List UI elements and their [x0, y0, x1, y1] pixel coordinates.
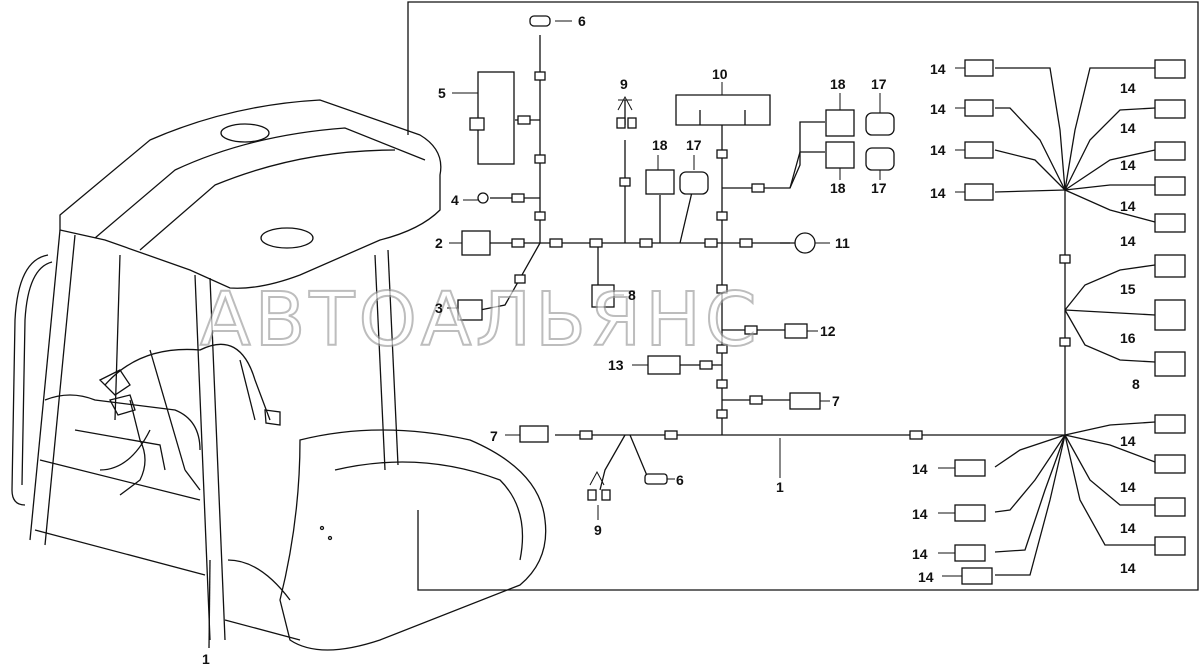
- callout-14: 14: [1120, 520, 1136, 536]
- callout-14: 14: [1120, 157, 1136, 173]
- callout-14: 14: [1120, 80, 1136, 96]
- callout-14: 14: [918, 569, 934, 585]
- connector-18-bottom: [825, 141, 855, 169]
- callout-7-left: 7: [490, 428, 498, 444]
- callout-8-right: 8: [1132, 376, 1140, 392]
- connector-18-mid: [645, 169, 675, 195]
- callout-9-bottom: 9: [594, 522, 602, 538]
- callout-16: 16: [1120, 330, 1136, 346]
- tractor-cab-illustration: [11, 99, 547, 651]
- component-15: [1154, 254, 1186, 278]
- connector-6-bottom: [644, 473, 668, 485]
- callout-14: 14: [1120, 433, 1136, 449]
- component-8-right: [1154, 351, 1186, 377]
- callout-14: 14: [930, 185, 946, 201]
- callout-11: 11: [835, 235, 850, 251]
- callout-12: 12: [820, 323, 836, 339]
- callout-4: 4: [451, 192, 459, 208]
- callout-14: 14: [930, 61, 946, 77]
- callout-7-right: 7: [832, 393, 840, 409]
- callout-17-bottom: 17: [871, 180, 887, 196]
- callout-6-bottom: 6: [676, 472, 684, 488]
- connector-6-top: [529, 15, 551, 27]
- sensor-11: [794, 232, 816, 254]
- callout-14: 14: [912, 546, 928, 562]
- callout-14: 14: [1120, 560, 1136, 576]
- callout-13: 13: [608, 357, 624, 373]
- callout-18-top: 18: [830, 76, 846, 92]
- callout-2: 2: [435, 235, 443, 251]
- terminal-4: [477, 192, 489, 204]
- callout-labels: 1 1 2 3 4 5 6 6 7 7 8 8 9 9 10 11 12 13 …: [202, 13, 1140, 667]
- callout-9-top: 9: [620, 76, 628, 92]
- callout-14: 14: [930, 101, 946, 117]
- callout-18-bottom: 18: [830, 180, 846, 196]
- wire-sleeves: [511, 71, 1071, 440]
- callout-14: 14: [912, 461, 928, 477]
- callout-15: 15: [1120, 281, 1136, 297]
- callout-14: 14: [930, 142, 946, 158]
- component-2: [461, 230, 491, 256]
- callout-10: 10: [712, 66, 728, 82]
- connector-17-top: [865, 112, 895, 136]
- callout-1: 1: [776, 479, 784, 495]
- connector-18-top: [825, 109, 855, 137]
- component-3: [457, 299, 483, 321]
- leader-lines: [447, 20, 965, 577]
- diagram-frame: [407, 1, 1199, 591]
- callout-3: 3: [435, 300, 443, 316]
- callout-14: 14: [1120, 198, 1136, 214]
- callout-14: 14: [1120, 120, 1136, 136]
- callout-8-left: 8: [628, 287, 636, 303]
- callout-6-top: 6: [578, 13, 586, 29]
- control-unit-10: [675, 94, 771, 126]
- components: [457, 15, 1186, 585]
- callout-17-top: 17: [871, 76, 887, 92]
- callout-9-pointers: [589, 95, 633, 486]
- component-12: [784, 323, 808, 339]
- component-16: [1154, 299, 1186, 331]
- callout-18-mid: 18: [652, 137, 668, 153]
- component-8-left: [591, 284, 615, 308]
- callout-14: 14: [912, 506, 928, 522]
- connector-17-bottom: [865, 147, 895, 171]
- callout-14: 14: [1120, 233, 1136, 249]
- callout-1-cab: 1: [202, 651, 210, 667]
- connector-17-mid: [679, 171, 709, 195]
- component-7-right: [789, 392, 821, 410]
- callout-5: 5: [438, 85, 446, 101]
- callout-14: 14: [1120, 479, 1136, 495]
- callout-17-mid: 17: [686, 137, 702, 153]
- component-7-left: [519, 425, 549, 443]
- watermark: АВТОАЛЬЯНС: [200, 277, 761, 363]
